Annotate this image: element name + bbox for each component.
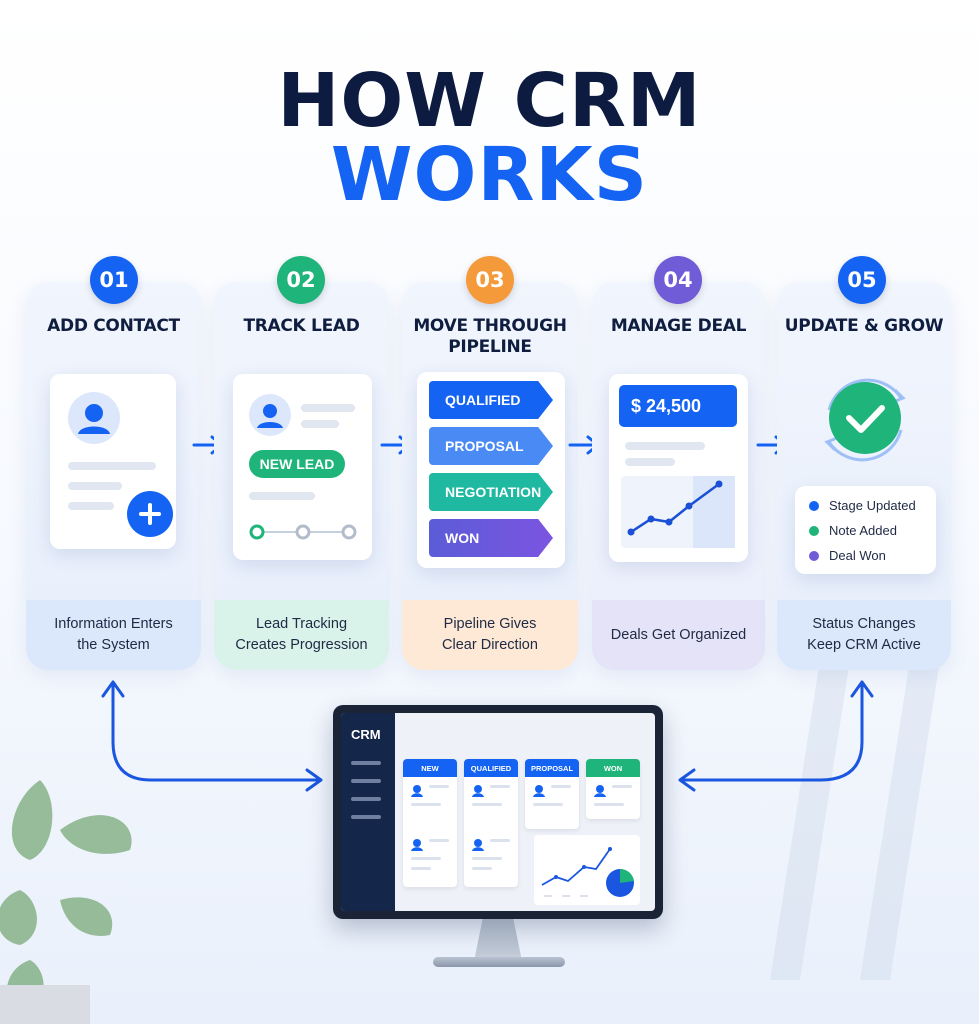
mini-dashboard-chart-icon	[534, 835, 640, 905]
kanban-column-proposal[interactable]: PROPOSAL	[525, 759, 579, 829]
status-dot-icon	[809, 550, 819, 561]
lead-card: NEW LEAD	[233, 374, 372, 560]
step-5-badge: 05	[838, 256, 886, 304]
step-4-footer: Deals Get Organized	[592, 600, 765, 670]
step-2-heading: TRACK LEAD	[243, 316, 360, 336]
mini-card-contents	[411, 785, 632, 870]
page-title-line-1: HOW CRM	[277, 58, 702, 144]
step-4-column: Deals Get Organized MANAGE DEAL $ 24,500	[592, 282, 765, 670]
step-4-heading: MANAGE DEAL	[610, 316, 747, 336]
add-contact-plus-icon[interactable]	[126, 490, 174, 538]
crm-monitor: CRM NEW QUALIFIED PROPOSAL WON	[333, 705, 663, 919]
stage-won[interactable]: WON	[429, 519, 553, 557]
step-2-column: Lead Tracking Creates Progression TRACK …	[214, 282, 389, 670]
check-success-icon	[824, 378, 906, 462]
stage-proposal[interactable]: PROPOSAL	[429, 427, 553, 465]
step-1-footer: Information Enters the System	[26, 600, 201, 670]
update-item: Deal Won	[809, 548, 886, 563]
loop-arrow-left	[101, 680, 323, 792]
update-item: Note Added	[809, 523, 897, 538]
step-1-column: Information Enters the System ADD CONTAC…	[26, 282, 201, 670]
monitor-base	[433, 957, 565, 967]
kanban-column-new[interactable]: NEW	[403, 759, 457, 887]
update-label: Note Added	[829, 523, 897, 538]
window-shadow-decoration	[770, 660, 940, 980]
updates-card: Stage Updated Note Added Deal Won	[795, 486, 936, 574]
growth-chart-icon	[621, 476, 735, 548]
new-lead-badge: NEW LEAD	[249, 450, 345, 478]
step-3-badge: 03	[466, 256, 514, 304]
page-title-line-2: WORKS	[330, 132, 649, 218]
step-3-heading: MOVE THROUGH PIPELINE	[413, 316, 567, 357]
step-5-footer: Status Changes Keep CRM Active	[777, 600, 951, 670]
deal-amount: $ 24,500	[619, 385, 737, 427]
update-item: Stage Updated	[809, 498, 916, 513]
step-2-badge: 02	[277, 256, 325, 304]
update-label: Deal Won	[829, 548, 886, 563]
step-3-column: Pipeline Gives Clear Direction MOVE THRO…	[402, 282, 578, 670]
update-label: Stage Updated	[829, 498, 916, 513]
user-avatar-icon	[249, 394, 291, 436]
step-2-footer: Lead Tracking Creates Progression	[214, 600, 389, 670]
step-4-badge: 04	[654, 256, 702, 304]
crm-screen: CRM NEW QUALIFIED PROPOSAL WON	[341, 713, 655, 911]
step-3-footer: Pipeline Gives Clear Direction	[402, 600, 578, 670]
kanban-column-qualified[interactable]: QUALIFIED	[464, 759, 518, 887]
step-5-column: Status Changes Keep CRM Active UPDATE & …	[777, 282, 951, 670]
monitor-stand	[474, 919, 522, 961]
crm-logo: CRM	[351, 727, 381, 742]
pipeline-card: QUALIFIED PROPOSAL NEGOTIATION WON	[417, 372, 565, 568]
crm-sidebar: CRM	[341, 713, 395, 911]
status-dot-icon	[809, 525, 819, 536]
plant-decoration	[0, 780, 132, 1024]
contact-card	[50, 374, 176, 549]
progress-track	[249, 524, 357, 540]
kanban-column-won[interactable]: WON	[586, 759, 640, 819]
user-avatar-icon	[68, 392, 120, 444]
deal-card: $ 24,500	[609, 374, 748, 562]
step-1-heading: ADD CONTACT	[47, 316, 180, 336]
loop-arrow-right	[678, 680, 874, 792]
status-dot-icon	[809, 500, 819, 511]
step-1-badge: 01	[90, 256, 138, 304]
stage-qualified[interactable]: QUALIFIED	[429, 381, 553, 419]
step-5-heading: UPDATE & GROW	[784, 316, 944, 336]
stage-negotiation[interactable]: NEGOTIATION	[429, 473, 553, 511]
